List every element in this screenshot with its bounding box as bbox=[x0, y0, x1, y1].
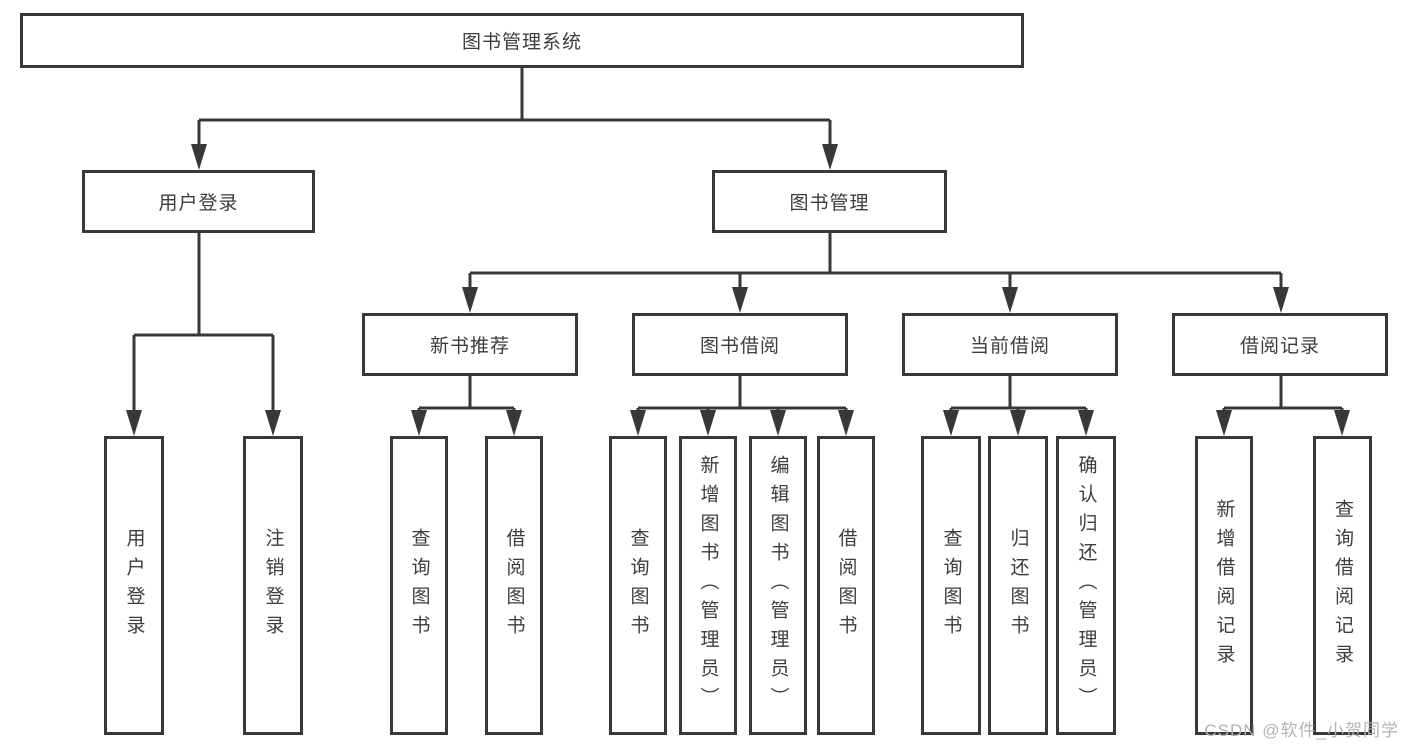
leaf-borrowing-query-books-label: 查询图书 bbox=[627, 527, 649, 644]
node-book-management: 图书管理 bbox=[712, 170, 947, 233]
node-new-book-recommend-label: 新书推荐 bbox=[429, 336, 510, 357]
node-book-management-label: 图书管理 bbox=[789, 193, 870, 214]
node-root-label: 图书管理系统 bbox=[461, 32, 582, 53]
leaf-logout: 注销登录 bbox=[243, 436, 303, 735]
leaf-add-borrow-record: 新增借阅记录 bbox=[1195, 436, 1253, 735]
node-book-borrowing-label: 图书借阅 bbox=[699, 336, 780, 357]
leaf-borrowing-borrow-books: 借阅图书 bbox=[817, 436, 875, 735]
node-current-borrowing: 当前借阅 bbox=[902, 313, 1118, 376]
leaf-confirm-return-admin-label: 确认归还（管理员） bbox=[1075, 455, 1097, 716]
leaf-logout-label: 注销登录 bbox=[262, 527, 284, 644]
leaf-query-borrow-record-label: 查询借阅记录 bbox=[1332, 498, 1353, 673]
leaf-add-books-admin: 新增图书（管理员） bbox=[679, 436, 737, 735]
edge-root-to-level2 bbox=[197, 68, 832, 146]
node-user-login-label: 用户登录 bbox=[158, 193, 239, 214]
leaf-edit-books-admin: 编辑图书（管理员） bbox=[749, 436, 807, 735]
leaf-current-query-books-label: 查询图书 bbox=[940, 527, 962, 644]
leaf-borrowing-query-books: 查询图书 bbox=[609, 436, 667, 735]
leaf-add-borrow-record-label: 新增借阅记录 bbox=[1213, 498, 1235, 673]
leaf-confirm-return-admin: 确认归还（管理员） bbox=[1056, 436, 1116, 735]
edge-current-borrow-children bbox=[949, 376, 1088, 410]
leaf-newbook-query-books: 查询图书 bbox=[390, 436, 448, 735]
leaf-current-query-books: 查询图书 bbox=[921, 436, 981, 735]
leaf-newbook-borrow-books-label: 借阅图书 bbox=[503, 527, 525, 644]
leaf-newbook-query-books-label: 查询图书 bbox=[408, 527, 430, 644]
node-borrowing-records: 借阅记录 bbox=[1172, 313, 1388, 376]
leaf-add-books-admin-label: 新增图书（管理员） bbox=[697, 455, 719, 716]
node-new-book-recommend: 新书推荐 bbox=[362, 313, 578, 376]
node-user-login: 用户登录 bbox=[82, 170, 315, 233]
node-root: 图书管理系统 bbox=[20, 13, 1024, 68]
leaf-edit-books-admin-label: 编辑图书（管理员） bbox=[767, 455, 789, 716]
leaf-user-login-label: 用户登录 bbox=[123, 527, 145, 644]
leaf-borrowing-borrow-books-label: 借阅图书 bbox=[835, 527, 857, 644]
edge-borrow-records-children bbox=[1222, 376, 1344, 410]
node-book-borrowing: 图书借阅 bbox=[632, 313, 848, 376]
leaf-return-books: 归还图书 bbox=[988, 436, 1048, 735]
leaf-query-borrow-record: 查询借阅记录 bbox=[1313, 436, 1372, 735]
leaf-user-login: 用户登录 bbox=[104, 436, 164, 735]
leaf-newbook-borrow-books: 借阅图书 bbox=[485, 436, 543, 735]
edge-new-book-children bbox=[417, 376, 516, 410]
edge-book-borrow-children bbox=[636, 376, 848, 410]
node-current-borrowing-label: 当前借阅 bbox=[969, 336, 1050, 357]
node-borrowing-records-label: 借阅记录 bbox=[1239, 336, 1320, 357]
edge-book-mgmt-children bbox=[468, 233, 1283, 287]
edge-user-login-children bbox=[132, 233, 275, 410]
arrowheads bbox=[126, 144, 1350, 436]
leaf-return-books-label: 归还图书 bbox=[1007, 527, 1029, 644]
